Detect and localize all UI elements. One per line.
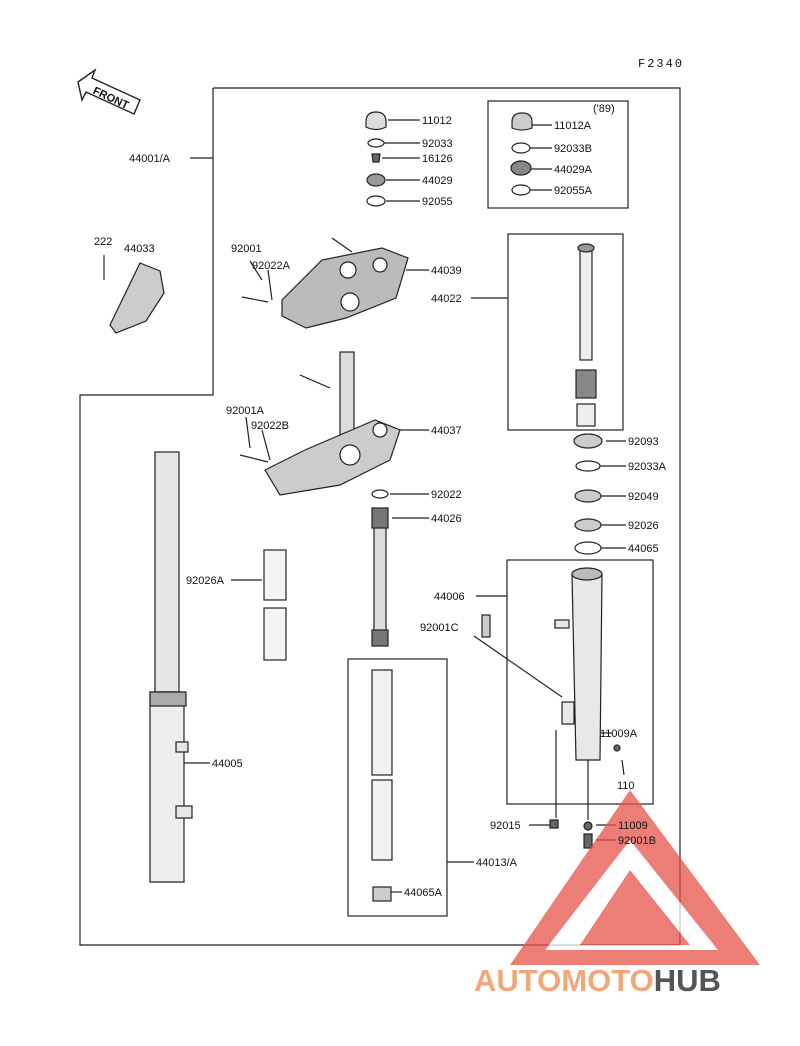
label-16126: 16126 (422, 153, 453, 165)
label-92055A: 92055A (554, 185, 592, 197)
label-92049: 92049 (628, 491, 659, 503)
label-44065: 44065 (628, 543, 659, 555)
valve-16126 (371, 153, 381, 163)
right-fork-44006 (481, 567, 603, 761)
label-222: 222 (94, 236, 113, 248)
label-44029A: 44029A (554, 164, 592, 176)
diagram-code: F2340 (638, 57, 685, 71)
label-92055: 92055 (422, 196, 453, 208)
label-44013A: 44013/A (476, 857, 517, 869)
label-44039: 44039 (431, 265, 462, 277)
bolt-92001B (583, 833, 593, 849)
ring-92055A (511, 184, 531, 196)
label-11012: 11012 (422, 115, 452, 127)
ring-92033A (575, 460, 601, 472)
label-92033A: 92033A (628, 461, 666, 473)
bolt-92015 (549, 819, 559, 829)
bracket-44033 (103, 255, 165, 334)
label-110: 110 (617, 780, 635, 792)
label-92001: 92001 (231, 243, 262, 255)
label-44065A: 44065A (404, 887, 442, 899)
assembly-outline (79, 87, 681, 946)
left-fork-44005 (149, 451, 193, 883)
label-11009: 11009 (618, 820, 648, 832)
label-92001C: 92001C (420, 622, 459, 634)
washer-11009A (613, 744, 621, 752)
label-92022A: 92022A (252, 260, 290, 272)
label-92015: 92015 (490, 820, 521, 832)
label-11009A: 11009A (600, 728, 638, 740)
label-92033: 92033 (422, 138, 453, 150)
inner-tube-44013 (371, 669, 393, 902)
bushing-44065 (574, 541, 602, 555)
box-44006 (506, 559, 654, 805)
label-92001B: 92001B (618, 835, 656, 847)
ring-92033 (367, 138, 385, 148)
label-44006: 44006 (434, 591, 465, 603)
steering-stem-44037 (239, 351, 401, 496)
watermark-part2: HUB (653, 963, 721, 998)
box-44022 (507, 233, 624, 431)
spacer-92026A (263, 549, 287, 661)
front-arrow-icon (77, 68, 141, 115)
ring-92055 (366, 195, 386, 207)
label-92033B: 92033B (554, 143, 592, 155)
watermark-logo-icon (510, 790, 760, 965)
label-92022: 92022 (431, 489, 462, 501)
label-92001A: 92001A (226, 405, 264, 417)
year-note: ('89) (593, 103, 615, 115)
label-44029: 44029 (422, 175, 453, 187)
cap-11012 (365, 111, 387, 131)
label-92022B: 92022B (251, 420, 289, 432)
washer-92049 (574, 489, 602, 503)
box-44013 (347, 658, 448, 917)
seal-92093 (573, 433, 603, 449)
watermark-part1: AUTOMOTO (474, 963, 654, 998)
washer-92026 (574, 518, 602, 532)
cap-44029A (510, 160, 532, 176)
spring-44026 (371, 489, 389, 647)
cap-44029 (366, 173, 386, 187)
watermark-text: AUTOMOTOHUB (474, 963, 721, 999)
label-44026: 44026 (431, 513, 462, 525)
damper-rod-44022 (575, 243, 597, 427)
ring-92033B (511, 142, 531, 154)
cap-11012A (511, 112, 533, 131)
label-44037: 44037 (431, 425, 462, 437)
box-89 (487, 100, 629, 209)
label-92026A: 92026A (186, 575, 224, 587)
label-44022: 44022 (431, 293, 462, 305)
nut-11009 (583, 821, 593, 831)
upper-bracket-44039 (241, 237, 409, 329)
label-11012A: 11012A (554, 120, 592, 132)
label-44033: 44033 (124, 243, 155, 255)
label-44005: 44005 (212, 758, 243, 770)
label-44001A: 44001/A (129, 153, 170, 165)
label-92026: 92026 (628, 520, 659, 532)
label-92093: 92093 (628, 436, 659, 448)
